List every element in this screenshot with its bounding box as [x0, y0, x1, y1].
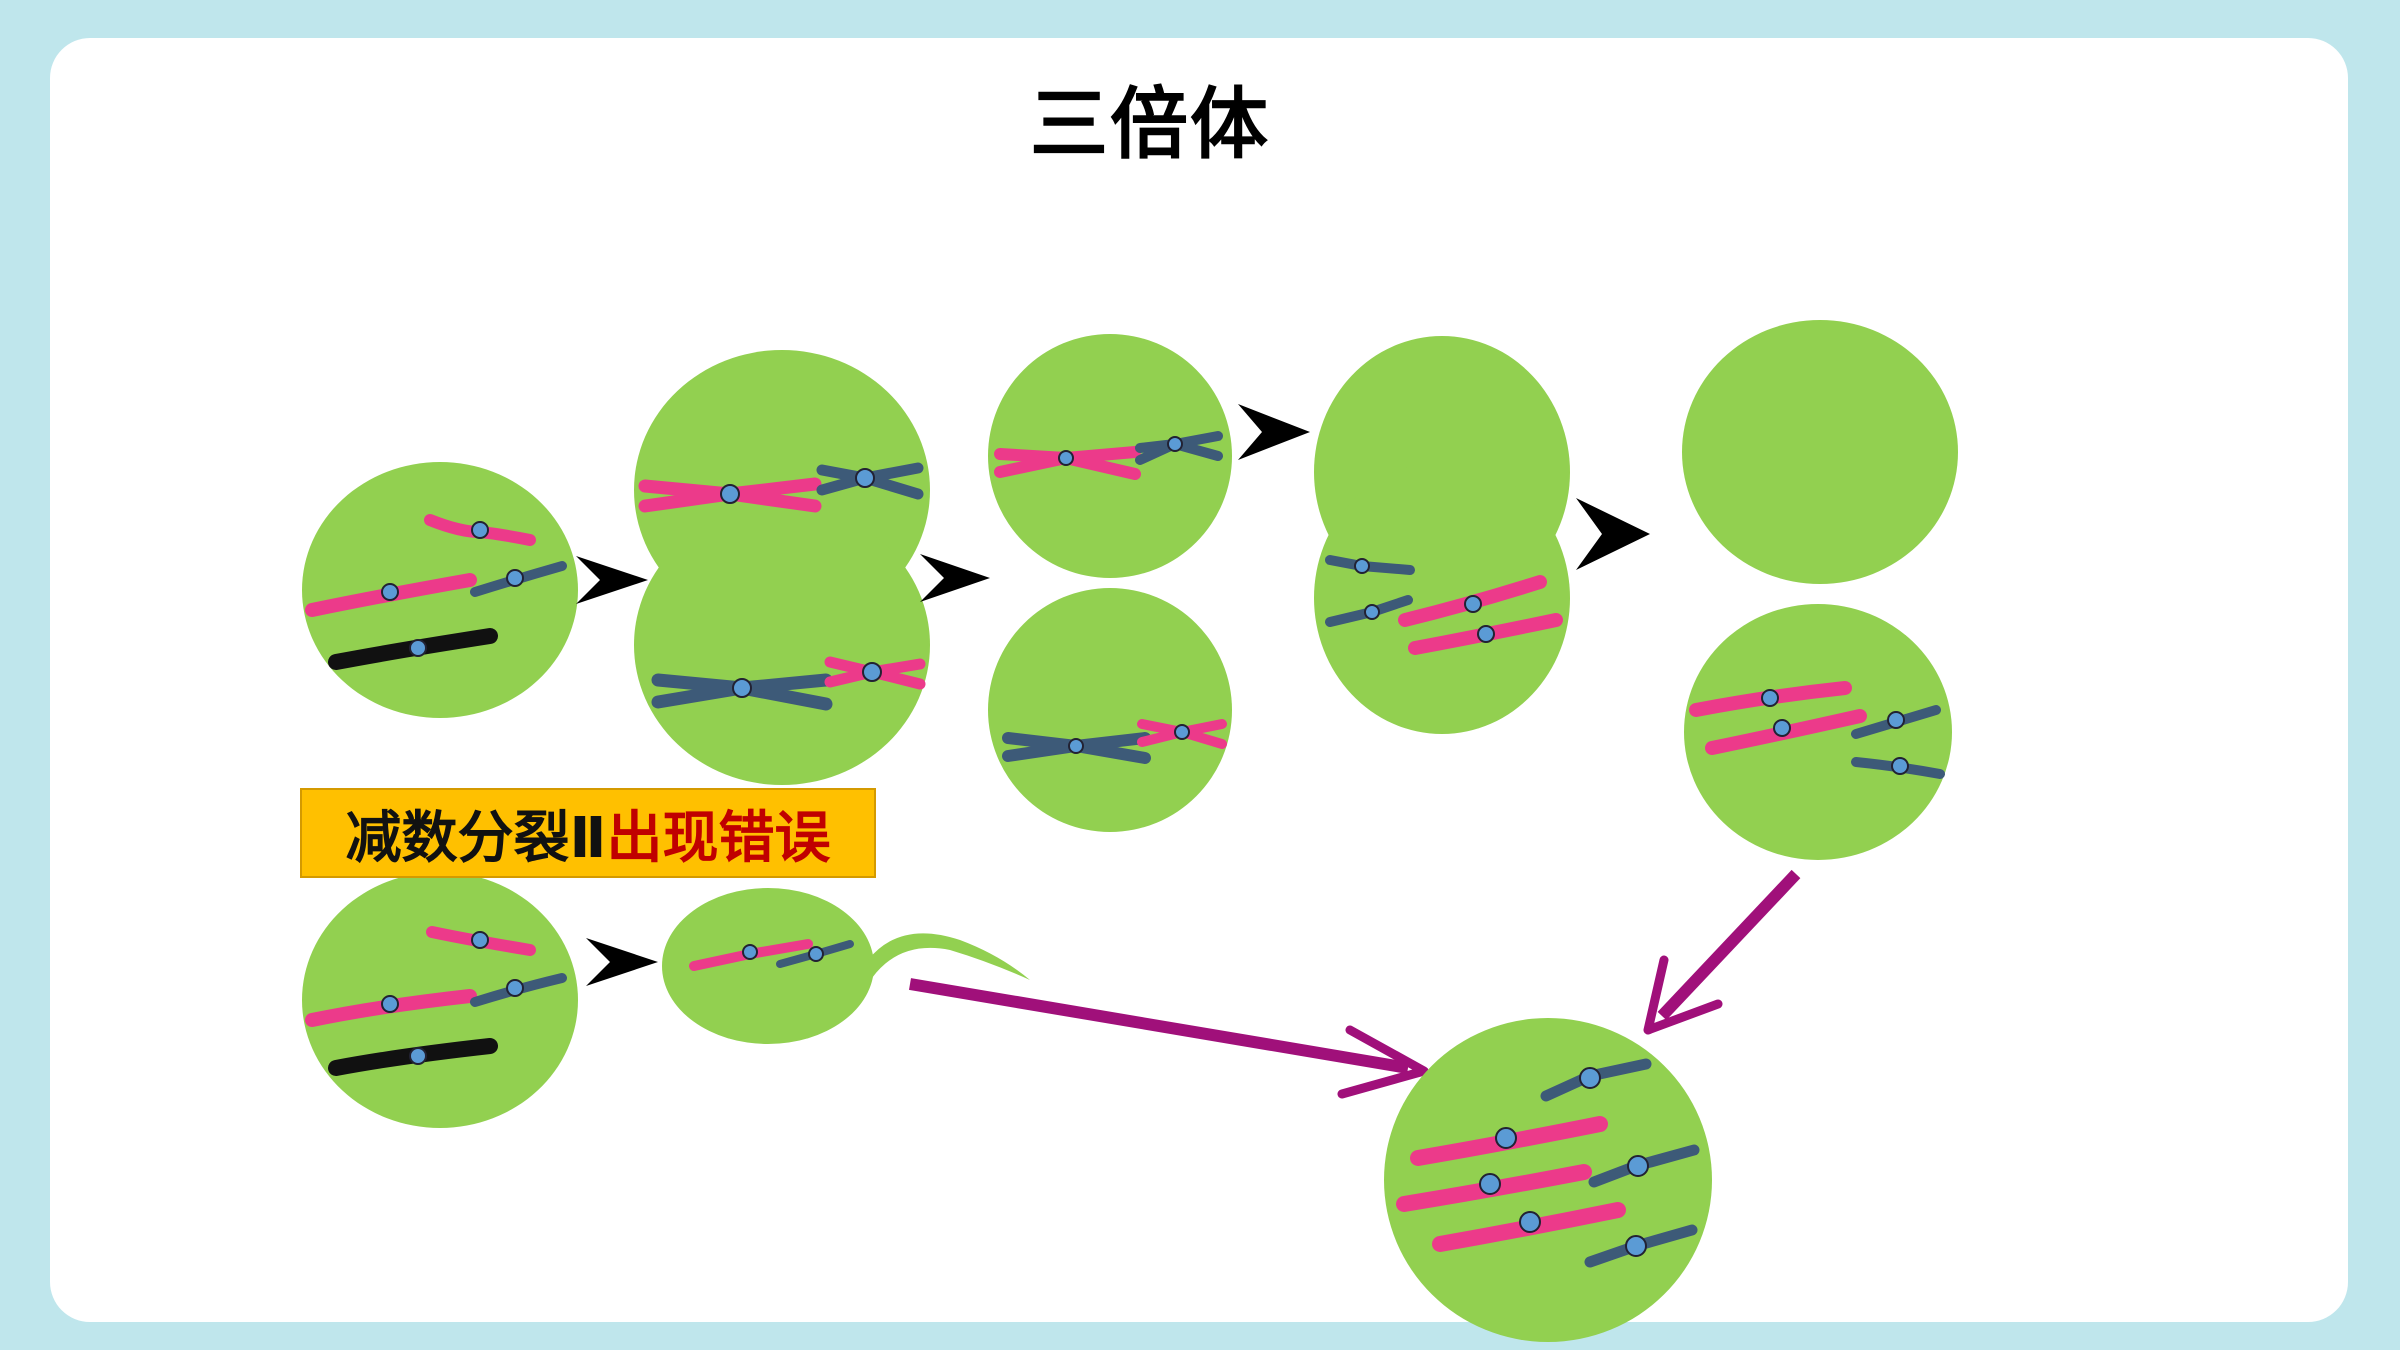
centromere-icon — [506, 569, 524, 587]
centromere-icon — [1354, 558, 1370, 574]
centromere-icon — [1477, 625, 1495, 643]
arrow-right-icon — [1238, 404, 1310, 460]
centromere-icon — [1627, 1155, 1649, 1177]
cell-meiosis-two — [1314, 336, 1570, 734]
cell-zygote-triploid — [1384, 1018, 1712, 1342]
centromere-icon — [1625, 1235, 1647, 1257]
centromere-icon — [1479, 1173, 1501, 1195]
centromere-icon — [1773, 719, 1791, 737]
centromere-icon — [409, 1047, 427, 1065]
centromere-icon — [1174, 724, 1190, 740]
chromosome-pink-long — [305, 573, 477, 617]
centromere-icon — [1068, 738, 1084, 754]
centromere-icon — [409, 639, 427, 657]
cell-daughter-lower — [988, 588, 1232, 832]
arrow-right-icon — [920, 554, 990, 602]
sperm-cell — [662, 888, 1030, 1044]
arrow-purple-diagonal — [1643, 869, 1801, 1035]
centromere-icon — [1364, 604, 1380, 620]
centromere-icon — [1887, 711, 1905, 729]
centromere-icon — [471, 521, 489, 539]
centromere-icon — [381, 583, 399, 601]
arrow-purple-long — [909, 978, 1429, 1099]
arrow-right-icon — [586, 938, 658, 986]
page-title: 三倍体 — [1029, 80, 1270, 170]
centromere-icon — [862, 662, 882, 682]
chromosome-pink-pair-small — [824, 656, 926, 690]
centromere-icon — [1058, 450, 1074, 466]
cell-gamete-empty — [1682, 320, 1958, 584]
chromosome-black — [328, 628, 498, 670]
centromere-icon — [506, 979, 524, 997]
cell-gamete-diploid — [1684, 604, 1952, 860]
centromere-icon — [381, 995, 399, 1013]
arrow-right-icon — [576, 556, 648, 604]
centromere-icon — [1761, 689, 1779, 707]
centromere-icon — [1891, 757, 1909, 775]
arrow-right-icon — [1576, 498, 1650, 570]
centromere-icon — [1464, 595, 1482, 613]
centromere-icon — [1579, 1067, 1601, 1089]
chromosome-pink-small — [424, 514, 536, 546]
centromere-icon — [1167, 436, 1183, 452]
centromere-icon — [855, 468, 875, 488]
chromosome-slate-small — [470, 561, 567, 597]
cell-daughter-upper — [988, 334, 1232, 578]
centromere-icon — [720, 484, 740, 504]
centromere-icon — [808, 946, 824, 962]
centromere-icon — [1519, 1211, 1541, 1233]
label-text-red: 出现错误 — [606, 805, 831, 871]
cell-meiosis-one — [634, 350, 930, 785]
label-text-black: 减数分裂Ⅱ — [345, 805, 607, 871]
centromere-icon — [742, 944, 758, 960]
chromosome-slate-pair-large — [651, 673, 833, 711]
centromere-icon — [732, 678, 752, 698]
cell-original-top — [302, 462, 578, 718]
chromosome-pink-pair — [638, 477, 822, 513]
centromere-icon — [1495, 1127, 1517, 1149]
chromosome-slate-pair — [816, 462, 924, 500]
cell-original-bottom — [302, 872, 578, 1128]
centromere-icon — [471, 931, 489, 949]
